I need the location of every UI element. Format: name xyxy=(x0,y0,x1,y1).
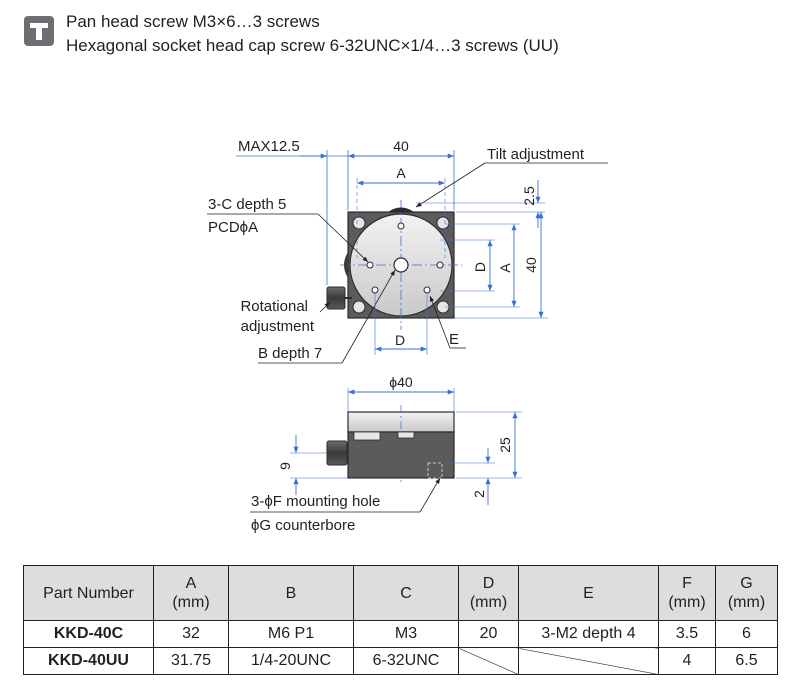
cell-a: 32 xyxy=(153,620,229,648)
dim-2-5: 2.5 xyxy=(521,186,537,206)
rotational-label-1: Rotational xyxy=(240,298,308,315)
center-hole xyxy=(393,257,409,273)
cell-g: 6.5 xyxy=(715,647,778,675)
technical-drawing: 40 MAX12.5 A Tilt adjustment 2.5 40 A xyxy=(207,138,608,534)
cell-f: 3.5 xyxy=(658,620,716,648)
3-c-depth-label: 3-C depth 5 xyxy=(208,196,286,213)
cell-a: 31.75 xyxy=(153,647,229,675)
dim-d-bottom: D xyxy=(395,332,405,348)
rotation-knob xyxy=(326,286,346,310)
b-depth-label: B depth 7 xyxy=(258,345,322,362)
header-f: F(mm) xyxy=(658,565,716,621)
screw-spec-line-2: Hexagonal socket head cap screw 6-32UNC×… xyxy=(66,36,559,55)
g-counterbore-label: ϕG counterbore xyxy=(251,517,355,534)
cell-b: 1/4-20UNC xyxy=(228,647,354,675)
spec-table: Part Number A(mm) B C D(mm) E F(mm) G(mm… xyxy=(23,565,778,675)
table-row: KKD-40C 32 M6 P1 M3 20 3-M2 depth 4 3.5 … xyxy=(23,620,778,648)
tapped-holes xyxy=(366,222,444,294)
cell-e: 3-M2 depth 4 xyxy=(518,620,659,648)
header-a: A(mm) xyxy=(153,565,229,621)
rotation-knob-side xyxy=(326,440,348,466)
cell-g: 6 xyxy=(715,620,778,648)
tilt-knob xyxy=(388,207,414,212)
side-view: ϕ40 25 2 9 3-ϕF mounting hole ϕG count xyxy=(250,374,522,534)
top-view: 40 MAX12.5 A Tilt adjustment 2.5 40 A xyxy=(207,138,608,364)
cell-b: M6 P1 xyxy=(228,620,354,648)
rotational-label-2: adjustment xyxy=(241,318,315,335)
cell-part: KKD-40UU xyxy=(23,647,154,675)
f-mounting-hole-label: 3-ϕF mounting hole xyxy=(251,493,380,510)
corner-screws xyxy=(352,216,450,314)
header-b: B xyxy=(228,565,354,621)
dim-9: 9 xyxy=(277,462,293,470)
cell-c: M3 xyxy=(353,620,459,648)
e-label: E xyxy=(449,331,459,348)
cell-d-na xyxy=(458,647,519,675)
dim-width-40: 40 xyxy=(393,138,409,154)
header-c: C xyxy=(353,565,459,621)
dim-max-12-5: MAX12.5 xyxy=(238,138,300,155)
dim-a-right: A xyxy=(497,263,513,273)
cell-c: 6-32UNC xyxy=(353,647,459,675)
pcd-label: PCDϕA xyxy=(208,219,258,236)
dim-height-40: 40 xyxy=(523,257,539,273)
header-d: D(mm) xyxy=(458,565,519,621)
cell-part: KKD-40C xyxy=(23,620,154,648)
header-g: G(mm) xyxy=(715,565,778,621)
header-e: E xyxy=(518,565,659,621)
screw-icon xyxy=(24,16,54,46)
cell-e-na xyxy=(518,647,659,675)
cell-f: 4 xyxy=(658,647,716,675)
tilt-adjustment-label: Tilt adjustment xyxy=(487,146,585,163)
dim-d-right: D xyxy=(472,262,488,272)
dim-25: 25 xyxy=(497,437,513,453)
cell-d: 20 xyxy=(458,620,519,648)
table-header-row: Part Number A(mm) B C D(mm) E F(mm) G(mm… xyxy=(23,565,778,621)
dim-2: 2 xyxy=(471,490,487,498)
screw-spec-line-1: Pan head screw M3×6…3 screws xyxy=(66,12,320,31)
table-row: KKD-40UU 31.75 1/4-20UNC 6-32UNC 4 6.5 xyxy=(23,647,778,675)
header-part-number: Part Number xyxy=(23,565,154,621)
dim-phi-40: ϕ40 xyxy=(389,374,413,390)
dim-a-top: A xyxy=(396,165,406,181)
